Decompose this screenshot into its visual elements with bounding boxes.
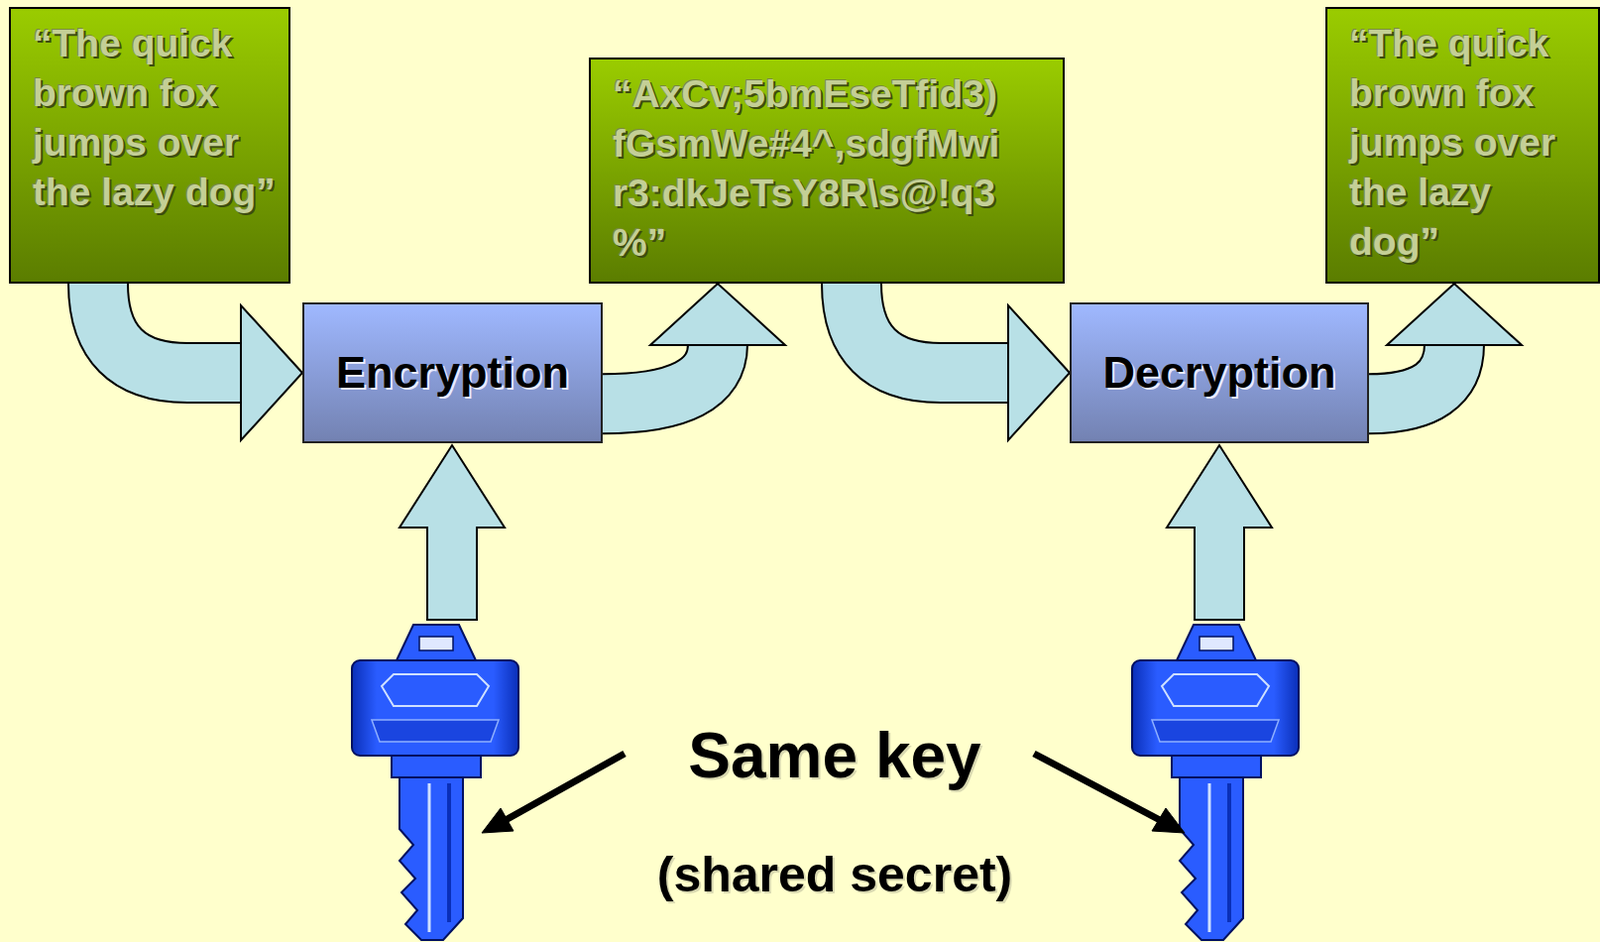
process-label: Encryption [336, 346, 570, 399]
text-box: “The quick brown fox jumps over the lazy… [8, 6, 291, 284]
key-icon [1132, 624, 1299, 940]
message-text: “The quick brown fox jumps over the lazy… [1349, 18, 1587, 267]
leader-arrowhead [1151, 807, 1185, 833]
caption-label: (shared secret) [657, 845, 1014, 904]
process-label: Decryption [1102, 346, 1336, 399]
process-box: Encryption [302, 302, 603, 444]
key-arrow [399, 445, 505, 620]
block-arrow [1369, 283, 1522, 404]
text-box: “AxCv;5bmEseTfid3) fGsmWe#4^,sdgfMwi r3:… [588, 57, 1065, 284]
block-arrow [98, 283, 303, 441]
key-arrow [1166, 445, 1272, 620]
leader-arrowhead [481, 807, 514, 833]
leader-arrow [1033, 753, 1160, 820]
text-box: “The quick brown fox jumps over the lazy… [1325, 6, 1600, 284]
caption-label: Same key [687, 718, 981, 793]
process-box: Decryption [1069, 302, 1370, 444]
message-text: “The quick brown fox jumps over the lazy… [32, 18, 277, 218]
block-arrow [851, 283, 1070, 441]
message-text: “AxCv;5bmEseTfid3) fGsmWe#4^,sdgfMwi r3:… [612, 69, 1051, 268]
block-arrow [602, 283, 786, 404]
leader-arrow [505, 753, 625, 820]
key-icon [351, 624, 519, 940]
